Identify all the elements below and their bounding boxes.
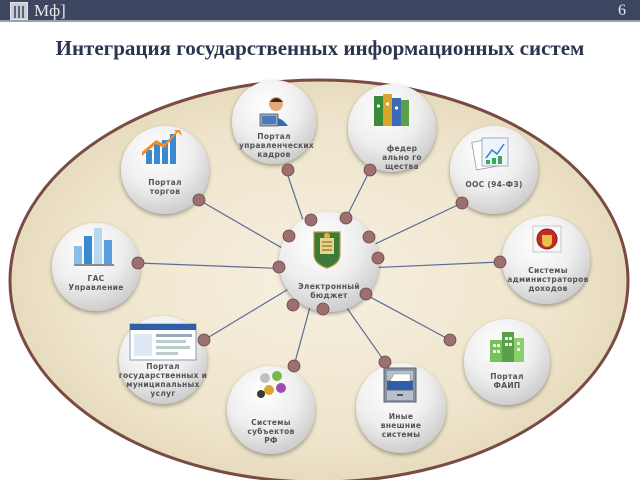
node-label-gas-upravlenie: ГАС Управление	[68, 274, 124, 292]
center-node-label: Электронный бюджет	[298, 282, 360, 300]
node-label-federal-kazn: федер ально го щества	[382, 144, 422, 171]
people-group-icon	[257, 371, 286, 398]
top-bar: Мф] 6	[0, 0, 640, 22]
emblem-badge-icon	[532, 225, 562, 253]
logo-text: Мф]	[34, 1, 66, 20]
logo-icon	[10, 2, 28, 20]
node-label-portal-torgov: Портал торгов	[148, 178, 182, 196]
connector-dots	[131, 163, 507, 373]
node-label-sistemy-rf: Системы субъектов РФ	[247, 418, 295, 445]
node-label-portal-upravl: Портал управленческих кадров	[239, 132, 315, 159]
node-label-portal-gos-uslug: Портал государственных и муниципальных у…	[118, 362, 208, 398]
node-label-oos: ООС (94-ФЗ)	[465, 180, 523, 189]
page-number: 6	[618, 2, 626, 19]
growth-arrow-icon	[142, 130, 182, 164]
bar-chart-icon	[74, 228, 114, 266]
manager-at-laptop-icon	[259, 97, 288, 127]
node-label-portal-faip: Портал ФАИП	[490, 372, 524, 390]
buildings-icon	[490, 332, 524, 362]
binders-icon	[374, 94, 409, 126]
emblem-icon	[313, 231, 341, 269]
documents-chart-icon	[471, 137, 509, 171]
filing-cabinet-icon	[383, 367, 417, 403]
website-icon	[129, 323, 197, 361]
node-label-inye-sistemy: Иные внешние системы	[380, 412, 422, 439]
page-title: Интеграция государственных информационны…	[55, 36, 585, 60]
node-label-admin-dohodov: Системы администраторов доходов	[507, 266, 589, 293]
